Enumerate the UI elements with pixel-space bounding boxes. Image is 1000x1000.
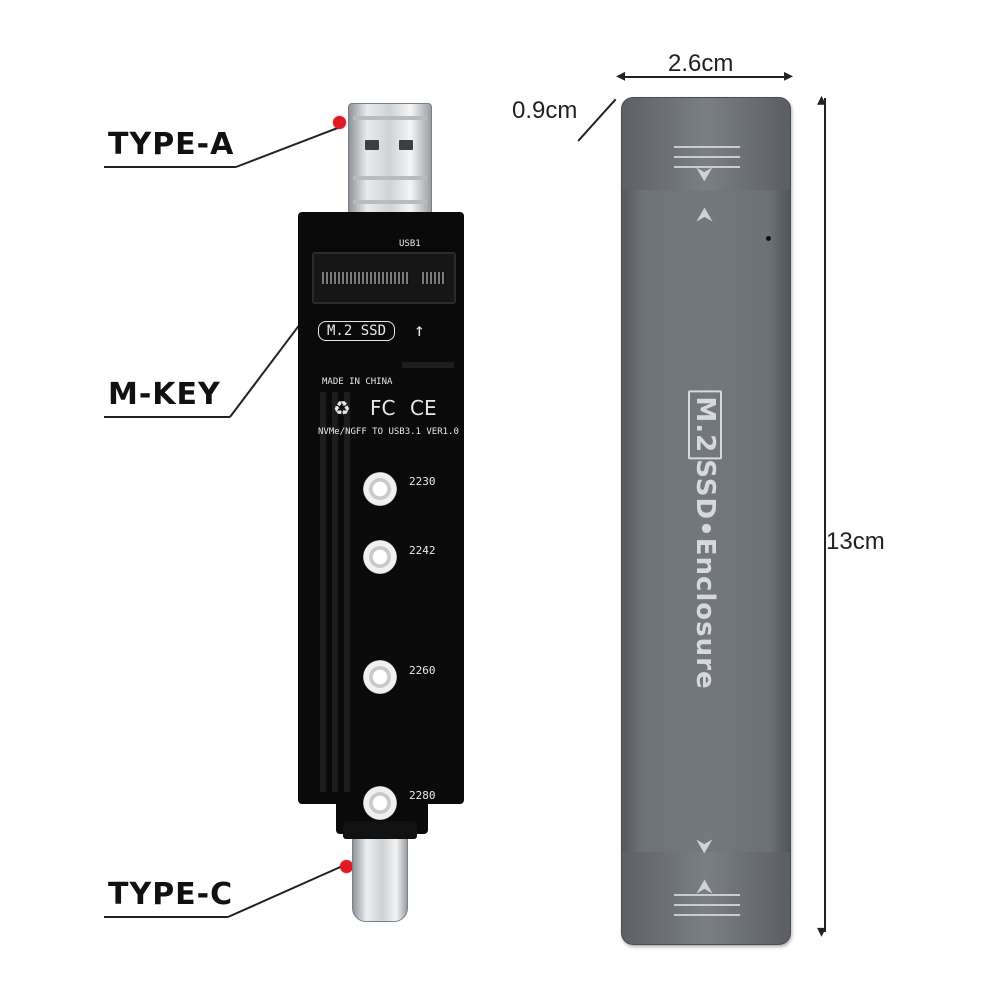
m-key-label: M-KEY bbox=[108, 377, 221, 412]
width-dimension-label: 2.6cm bbox=[668, 50, 734, 77]
enclosure-brand-rest: SSD•Enclosure bbox=[690, 459, 720, 690]
pcb-board bbox=[298, 212, 464, 804]
type-a-leader-line bbox=[235, 126, 340, 168]
fc-mark: FC bbox=[370, 396, 396, 420]
type-c-marker-dot bbox=[340, 860, 353, 873]
enclosure-brand-text: M.2SSD•Enclosure bbox=[688, 390, 722, 690]
slide-arrow-up-bottom-icon: ⮝ bbox=[696, 874, 713, 898]
mount-hole-2230 bbox=[363, 472, 397, 506]
slide-arrow-down-icon: ⮟ bbox=[696, 162, 713, 186]
ce-mark: CE bbox=[410, 396, 437, 420]
type-a-underline bbox=[104, 166, 236, 168]
recycle-icon: ♻ bbox=[334, 392, 350, 422]
type-c-underline bbox=[104, 916, 228, 918]
usb-marking: USB1 bbox=[399, 239, 421, 249]
length-dimension-label: 13cm bbox=[826, 528, 885, 555]
mount-label-2260: 2260 bbox=[409, 664, 436, 677]
m2-key-slot bbox=[312, 252, 456, 304]
enclosure-brand-boxed: M.2 bbox=[688, 390, 722, 460]
slide-arrow-down-bottom-icon: ⮟ bbox=[696, 834, 713, 858]
type-c-leader-line bbox=[227, 864, 344, 918]
width-dimension-line bbox=[622, 76, 790, 78]
enclosure-top-cap bbox=[622, 98, 790, 190]
type-a-label: TYPE-A bbox=[108, 127, 235, 162]
ssd-enclosure: ⮟ ⮝ ⮟ ⮝ bbox=[621, 97, 791, 945]
type-a-marker-dot bbox=[333, 116, 346, 129]
width-arrow-left-icon: ◂ bbox=[616, 65, 626, 85]
indicator-light bbox=[766, 236, 771, 241]
length-dimension-line bbox=[824, 98, 826, 932]
mount-hole-2260 bbox=[363, 660, 397, 694]
m-key-underline bbox=[104, 416, 230, 418]
length-arrow-down-icon: ▾ bbox=[817, 921, 827, 941]
mount-label-2242: 2242 bbox=[409, 544, 436, 557]
usb-c-connector bbox=[343, 821, 417, 922]
made-in-text: MADE IN CHINA bbox=[322, 377, 393, 387]
thickness-dimension-line bbox=[577, 98, 617, 142]
usb-a-connector bbox=[348, 103, 432, 227]
mount-hole-2280 bbox=[363, 786, 397, 820]
model-line-text: NVMe/NGFF TO USB3.1 VER1.0 bbox=[318, 427, 459, 437]
mount-label-2280: 2280 bbox=[409, 789, 436, 802]
mount-label-2230: 2230 bbox=[409, 475, 436, 488]
enclosure-bottom-cap bbox=[622, 852, 790, 944]
m2-ssd-silkscreen: M.2 SSD bbox=[318, 321, 396, 341]
slide-arrow-up-icon: ⮝ bbox=[696, 202, 713, 226]
length-arrow-up-icon: ▴ bbox=[817, 89, 827, 109]
type-c-label: TYPE-C bbox=[108, 877, 234, 912]
thickness-dimension-label: 0.9cm bbox=[512, 97, 578, 124]
insert-arrow-icon: ↑ bbox=[414, 320, 425, 341]
mount-hole-2242 bbox=[363, 540, 397, 574]
width-arrow-right-icon: ▸ bbox=[784, 65, 794, 85]
